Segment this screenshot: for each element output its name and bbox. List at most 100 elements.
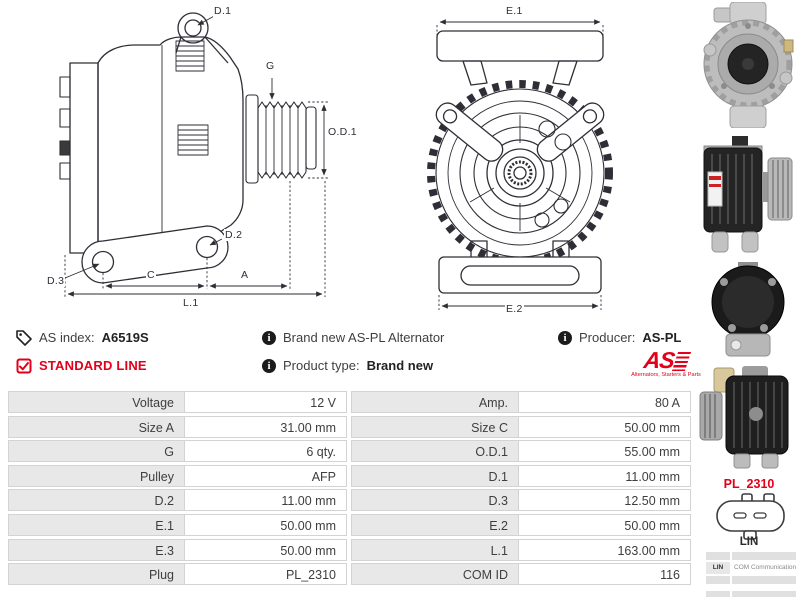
e1-dimension bbox=[436, 19, 604, 38]
product-photo-front[interactable] bbox=[700, 1, 796, 133]
table-row: Size A 31.00 mm Size C 50.00 mm bbox=[8, 415, 696, 438]
spec-value: 163.00 mm bbox=[518, 538, 691, 561]
product-type-label: Product type: bbox=[283, 358, 360, 373]
com-label: LIN bbox=[706, 562, 730, 574]
com-row-empty bbox=[706, 576, 796, 584]
dimension-lines bbox=[64, 101, 330, 297]
description-text: Brand new AS-PL Alternator bbox=[283, 330, 445, 345]
table-row: E.1 50.00 mm E.2 50.00 mm bbox=[8, 513, 696, 536]
spec-value: 116 bbox=[518, 563, 691, 586]
spec-label: D.2 bbox=[8, 489, 185, 512]
spec-label: COM ID bbox=[351, 563, 519, 586]
logo-stripes-icon bbox=[672, 352, 692, 371]
info-icon: i bbox=[558, 330, 572, 345]
dim-label-a: A bbox=[240, 269, 250, 281]
logo-text: AS bbox=[641, 347, 676, 373]
table-row: D.2 11.00 mm D.3 12.50 mm bbox=[8, 489, 696, 512]
standard-line: STANDARD LINE bbox=[16, 357, 147, 374]
info-icon: i bbox=[262, 358, 276, 373]
com-value: COM Communication bbox=[732, 562, 796, 574]
spec-value: 50.00 mm bbox=[184, 513, 347, 536]
spec-label: Amp. bbox=[351, 391, 519, 413]
spec-value: 11.00 mm bbox=[518, 464, 691, 487]
com-row-lin: LIN COM Communication bbox=[706, 562, 796, 574]
spec-label: D.1 bbox=[351, 464, 519, 487]
product-type: i Product type: Brand new bbox=[262, 357, 433, 374]
spec-label: G bbox=[8, 440, 185, 463]
bolt-holes bbox=[534, 120, 572, 228]
dim-label-d2: D.2 bbox=[224, 229, 244, 241]
as-pl-logo: AS Alternators, Starters & Parts bbox=[627, 347, 705, 378]
plug-connector-drawing bbox=[712, 493, 788, 548]
support-arms bbox=[435, 102, 605, 162]
table-row: E.3 50.00 mm L.1 163.00 mm bbox=[8, 538, 696, 561]
front-view-svg bbox=[427, 19, 613, 310]
product-type-value: Brand new bbox=[366, 358, 434, 373]
rear-terminals bbox=[59, 76, 71, 180]
spec-label: E.1 bbox=[8, 513, 185, 536]
logo-subtext: Alternators, Starters & Parts bbox=[631, 372, 701, 378]
side-view-svg bbox=[59, 12, 330, 297]
spec-value: 55.00 mm bbox=[518, 440, 691, 463]
product-photo-side-left[interactable] bbox=[698, 362, 800, 475]
dim-label-g: G bbox=[265, 60, 276, 72]
standard-line-label: STANDARD LINE bbox=[39, 358, 147, 373]
table-row: Voltage 12 V Amp. 80 A bbox=[8, 391, 696, 413]
spec-label: E.3 bbox=[8, 538, 185, 561]
com-info-table: LIN COM Communication bbox=[706, 552, 796, 597]
spec-value: 12.50 mm bbox=[518, 489, 691, 512]
table-row: Plug PL_2310 COM ID 116 bbox=[8, 563, 696, 586]
top-ear-hole bbox=[175, 12, 229, 64]
dim-label-od1: O.D.1 bbox=[327, 126, 358, 138]
dim-label-l1: L.1 bbox=[182, 297, 200, 309]
dim-label-d3: D.3 bbox=[46, 275, 66, 287]
dim-label-c: C bbox=[146, 269, 156, 281]
product-photo-rear[interactable] bbox=[702, 262, 798, 367]
spec-label: O.D.1 bbox=[351, 440, 519, 463]
dim-label-d1: D.1 bbox=[213, 5, 233, 17]
spec-label: E.2 bbox=[351, 513, 519, 536]
spec-label: L.1 bbox=[351, 538, 519, 561]
spec-value: 6 qty. bbox=[184, 440, 347, 463]
as-index-value: A6519S bbox=[101, 330, 149, 345]
spec-value: AFP bbox=[184, 464, 347, 487]
spec-label: Voltage bbox=[8, 391, 185, 413]
spec-label: Size C bbox=[351, 415, 519, 438]
side-view-drawing: D.1 G O.D.1 D.2 D.3 C A L.1 bbox=[10, 5, 360, 315]
producer-value: AS-PL bbox=[642, 330, 682, 345]
spec-label: D.3 bbox=[351, 489, 519, 512]
info-icon: i bbox=[262, 330, 276, 345]
dim-label-e2: E.2 bbox=[505, 303, 524, 315]
front-view-drawing: E.1 E.2 bbox=[425, 5, 615, 315]
product-description: i Brand new AS-PL Alternator bbox=[262, 329, 444, 346]
spec-table: Voltage 12 V Amp. 80 A Size A 31.00 mm S… bbox=[8, 391, 696, 588]
spec-value: PL_2310 bbox=[184, 563, 347, 586]
product-photo-side-right[interactable] bbox=[698, 132, 800, 263]
spec-label: Pulley bbox=[8, 464, 185, 487]
spec-label: Plug bbox=[8, 563, 185, 586]
spec-value: 11.00 mm bbox=[184, 489, 347, 512]
producer: i Producer: AS-PL bbox=[558, 329, 681, 346]
spec-value: 50.00 mm bbox=[184, 538, 347, 561]
as-index: AS index: A6519S bbox=[16, 329, 149, 346]
spec-value: 31.00 mm bbox=[184, 415, 347, 438]
tag-icon bbox=[16, 329, 32, 346]
pulley bbox=[245, 94, 317, 184]
bottom-bracket bbox=[438, 240, 602, 294]
table-row: G 6 qty. O.D.1 55.00 mm bbox=[8, 440, 696, 463]
com-row-empty bbox=[706, 552, 796, 560]
plug-code: PL_2310 bbox=[723, 477, 775, 491]
dim-label-e1: E.1 bbox=[505, 5, 524, 17]
spec-value: 12 V bbox=[184, 391, 347, 413]
producer-label: Producer: bbox=[579, 330, 636, 345]
as-index-label: AS index: bbox=[39, 330, 95, 345]
spec-value: 50.00 mm bbox=[518, 513, 691, 536]
spec-label: Size A bbox=[8, 415, 185, 438]
com-row-empty bbox=[706, 591, 796, 597]
table-row: Pulley AFP D.1 11.00 mm bbox=[8, 464, 696, 487]
spec-value: 80 A bbox=[518, 391, 691, 413]
spec-value: 50.00 mm bbox=[518, 415, 691, 438]
plug-name: LIN bbox=[739, 536, 759, 548]
checkbox-icon bbox=[16, 358, 32, 373]
